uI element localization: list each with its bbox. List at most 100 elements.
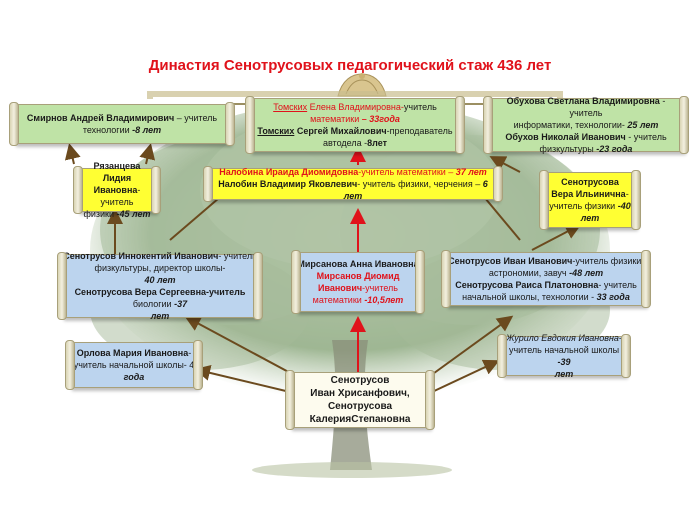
text-line: Сенотрусова [291,400,429,413]
text-segment: Мирсанова Анна Ивановна [297,259,419,269]
text-segment: Налобина Ираида Диомидовна [219,167,359,177]
text-segment: Сенотрусов Иван Иванович [448,256,573,266]
text-segment: -учитель математики – [358,167,456,177]
text-segment: астрономии, завуч [488,268,570,278]
text-segment: Смирнов Андрей Владимирович [26,113,175,123]
text-segment: -40 [617,201,631,211]
text-line: Налобина Ираида Диомидовна-учитель матем… [209,166,497,178]
text-line: КалерияСтепановна [291,413,429,426]
text-segment: Сенотрусов Иннокентий Иванович [63,251,219,261]
text-segment: – 33года [359,114,400,124]
text-segment: Сергей Михайлович [294,126,387,136]
text-segment: -48 лет [569,268,604,278]
text-segment: - учитель [218,251,257,261]
text-segment: - [188,348,192,358]
text-segment: Вера Ильинична [551,189,626,199]
text-line: Томских Елена Владимировна-учитель [251,101,459,113]
text-segment: -учитель [100,185,141,207]
text-segment: Обухова Светлана Владимировна [506,96,660,106]
text-line: начальной школы, технологии - 33 года [447,291,645,303]
text-segment: - [625,189,629,199]
text-line: Смирнов Андрей Владимирович – учитель [15,112,229,124]
text-line: математики – 33года [251,113,459,125]
text-segment: учитель физики [549,201,618,211]
text-line: Сенотрусов [291,374,429,387]
text-line: Мирсанова Анна Ивановна [297,258,419,270]
text-line: учитель физики -40 [545,200,635,212]
text-segment: КалерияСтепановна [309,414,411,425]
text-segment: 8лет [367,138,388,148]
text-segment: - [619,333,622,343]
text-segment: физики [83,209,117,219]
text-line: Обухова Светлана Владимировна - учитель [489,95,683,119]
text-segment: -8 лет [132,125,162,135]
text-segment: Мирсанов Диомид [316,271,400,281]
text-line: Сенотрусов Иннокентий Иванович- учитель [63,250,257,262]
text-line: технологии -8 лет [15,124,229,136]
text-segment: 6 лет [343,179,488,201]
text-segment: Томских [273,102,308,112]
text-line: Вера Ильинична- [545,188,635,200]
text-segment: Елена Владимировна- [307,102,404,112]
text-segment: -39 [557,357,571,367]
text-segment: Ивановна [93,185,138,195]
text-segment: -учитель физики, [572,256,644,266]
text-segment: учитель начальной школы [508,345,620,355]
text-segment: -45 лет [116,209,151,219]
text-line: Иванович-учитель [297,282,419,294]
text-line: физкультуры -23 года [489,143,683,155]
text-line: математики -10,5лет [297,294,419,306]
box-zhurilo: Журило Евдокия Ивановна-учитель начально… [497,333,631,379]
text-segment: Орлова Мария Ивановна [76,348,189,358]
text-segment: Сенотрусова Вера Сергеевна-учитель [74,287,246,297]
text-line: Иван Хрисанфович, [291,387,429,400]
text-segment: биологии [132,299,175,309]
text-line: астрономии, завуч -48 лет [447,267,645,279]
text-segment: - учитель [625,132,667,142]
text-line: Обухов Николай Иванович - учитель [489,131,683,143]
text-line: Орлова Мария Ивановна- [71,347,197,359]
text-segment: автодела - [322,138,368,148]
text-segment: Сенотрусова Раиса Платоновна [455,280,599,290]
text-segment: – учитель [174,113,218,123]
text-segment: лет [554,369,574,379]
text-segment: учитель [403,102,437,112]
box-orlova: Орлова Мария Ивановна-учитель начальной … [65,340,203,390]
text-segment: Обухов Николай Иванович [505,132,626,142]
text-line: Налобин Владимир Яковлевич- учитель физи… [209,178,497,202]
text-segment: -преподаватель [386,126,453,136]
text-line: лет [63,310,257,322]
text-line: Томских Сергей Михайлович-преподаватель [251,125,459,137]
text-line: учитель начальной школы -39 [503,344,625,368]
text-line: Сенотрусова [545,176,635,188]
text-segment: -23 года [596,144,633,154]
text-segment: Иванович [317,283,363,293]
text-line: Журило Евдокия Ивановна- [503,332,625,344]
text-line: Мирсанов Диомид [297,270,419,282]
text-segment: 25 лет [627,120,659,130]
text-line: Ивановна-учитель [79,184,155,208]
text-segment: лет [150,311,170,321]
text-line: 40 лет [63,274,257,286]
text-segment: математики [310,114,360,124]
text-line: года [71,371,197,383]
text-segment: 40 лет [144,275,176,285]
text-line: лет [545,212,635,224]
text-line: Сенотрусова Вера Сергеевна-учитель биоло… [63,286,257,310]
text-segment: Томских [257,126,295,136]
text-segment: физкультуры [539,144,597,154]
text-segment: - учитель [598,280,637,290]
text-line: Рязанцева Лидия [79,160,155,184]
text-segment: года [123,372,145,382]
text-segment: учитель начальной школы- 4 [73,360,195,370]
text-segment: физкультуры, директор школы- [94,263,226,273]
text-segment: -учитель [362,283,398,293]
